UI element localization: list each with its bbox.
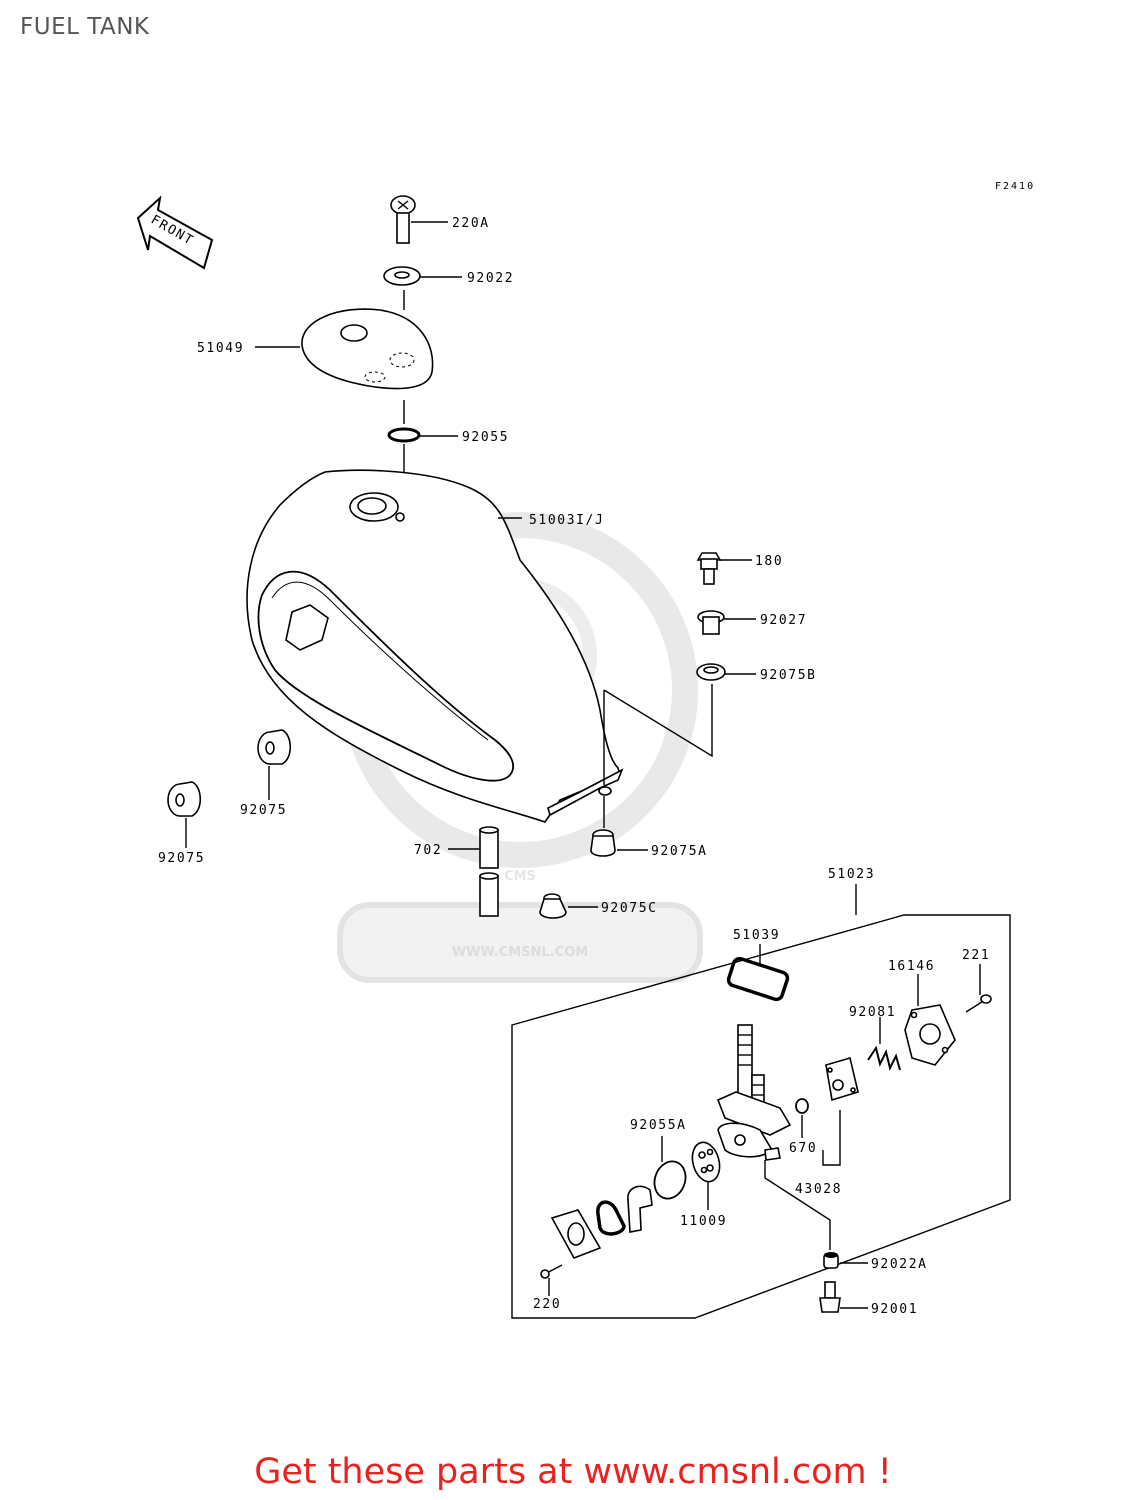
part-fuel-valve-plate[interactable] [550,1209,602,1259]
callout-220: 220 [533,1297,561,1312]
part-92001[interactable] [819,1281,868,1313]
watermark-text: WWW.CMSNL.COM [452,945,588,960]
callout-92027: 92027 [760,613,807,628]
part-51039[interactable] [726,944,790,1002]
callout-92055A: 92055A [630,1118,687,1133]
part-702[interactable] [448,826,499,917]
callout-92055: 92055 [462,430,509,445]
callout-92075B: 92075B [760,668,817,683]
callout-221: 221 [962,948,990,963]
part-92027[interactable] [697,610,756,635]
part-92081[interactable] [867,1017,901,1071]
callout-92075-lower: 92075 [158,851,205,866]
callout-220A: 220A [452,216,490,231]
part-221[interactable] [965,964,992,1013]
part-92055A[interactable] [649,1136,690,1203]
callout-92022: 92022 [467,271,514,286]
part-92075B[interactable] [603,663,756,785]
part-16146[interactable] [904,974,956,1066]
front-arrow-icon [136,195,214,270]
part-11009[interactable] [688,1139,723,1210]
callout-16146: 16146 [888,959,935,974]
assembly-51023-outline [511,884,1011,1319]
part-670[interactable] [795,1098,809,1138]
callout-43028-leader [822,1110,841,1166]
part-fuel-valve-body[interactable] [716,1024,831,1250]
part-92075C[interactable] [539,893,598,919]
callout-51039: 51039 [733,928,780,943]
callout-92081: 92081 [849,1005,896,1020]
callout-51049: 51049 [197,341,244,356]
callout-11009: 11009 [680,1214,727,1229]
callout-51003I-J: 51003I/J [529,513,604,528]
part-fuel-valve-seal[interactable] [596,1200,626,1236]
part-220[interactable] [540,1264,563,1296]
callout-92075C: 92075C [601,901,658,916]
callout-92075-upper: 92075 [240,803,287,818]
front-arrow: FRONT [136,195,214,270]
callout-180: 180 [755,554,783,569]
part-92075-upper[interactable] [257,729,292,800]
callout-92075A: 92075A [651,844,708,859]
watermark-logo: CMS [504,869,536,884]
callout-43028: 43028 [795,1182,842,1197]
callout-670: 670 [789,1141,817,1156]
part-92075-lower[interactable] [167,781,202,848]
footer-cta-link[interactable]: Get these parts at www.cmsnl.com ! [254,1452,892,1492]
figure-code: F2410 [995,181,1035,192]
part-43028-diaphragm[interactable] [825,1056,859,1102]
part-51049[interactable] [255,290,434,424]
part-180[interactable] [696,552,752,585]
callout-51023: 51023 [828,867,875,882]
part-92075A[interactable] [590,796,648,857]
callout-92001: 92001 [871,1302,918,1317]
callout-92022A: 92022A [871,1257,928,1272]
page-title: FUEL TANK [20,14,150,40]
part-51003-fuel-tank[interactable] [246,469,624,823]
part-220A[interactable] [390,195,448,244]
callout-702: 702 [414,843,442,858]
part-92022A[interactable] [823,1252,868,1269]
part-fuel-valve-lever[interactable] [627,1185,653,1233]
part-92022[interactable] [383,266,462,286]
